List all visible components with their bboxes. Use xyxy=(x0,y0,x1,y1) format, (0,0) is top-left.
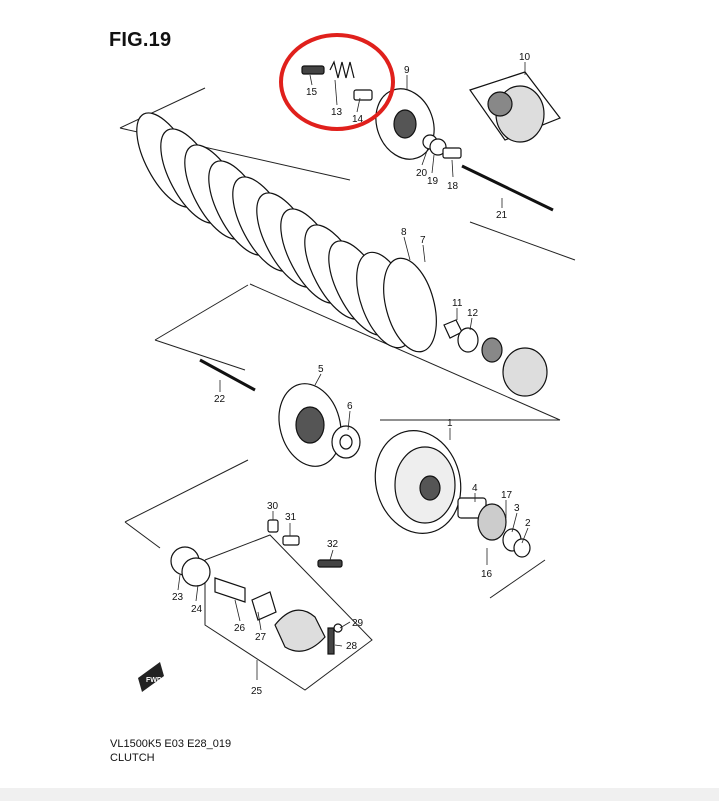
callout-labels: 1 2 3 4 5 6 7 8 9 10 11 12 13 14 15 16 1… xyxy=(172,52,531,697)
callout-13: 13 xyxy=(331,107,343,118)
callout-3: 3 xyxy=(514,503,520,514)
pin-14-shape xyxy=(353,89,373,101)
figure-title: FIG.19 xyxy=(109,29,172,51)
leader-lines xyxy=(177,62,529,680)
diagram-code: VL1500K5 E03 E28_019 xyxy=(110,738,232,750)
svg-text:FWD: FWD xyxy=(146,677,162,684)
callout-10: 10 xyxy=(519,52,531,63)
callout-24: 24 xyxy=(191,604,203,615)
release-frame xyxy=(204,534,373,691)
spring-13-shape xyxy=(329,60,355,79)
callout-8: 8 xyxy=(401,227,407,238)
callout-12: 12 xyxy=(467,308,479,319)
bottom-bar xyxy=(0,788,719,801)
mid-frame-top xyxy=(154,284,249,341)
callout-28: 28 xyxy=(346,641,358,652)
callout-4: 4 xyxy=(472,483,478,494)
callout-11: 11 xyxy=(452,298,463,309)
callout-27: 27 xyxy=(255,632,267,643)
pushrod-long xyxy=(461,164,554,212)
callout-5: 5 xyxy=(318,364,324,375)
callout-1: 1 xyxy=(447,418,453,429)
callout-25: 25 xyxy=(251,686,263,697)
clutch-housing xyxy=(374,430,462,534)
callout-9: 9 xyxy=(404,65,410,76)
spring-bolt-parts xyxy=(301,60,373,101)
lower-frame-left xyxy=(124,521,161,549)
callout-16: 16 xyxy=(481,569,493,580)
hub-nut-parts xyxy=(443,319,548,397)
callout-20: 20 xyxy=(416,168,428,179)
oil-pump-drive-parts xyxy=(457,497,531,558)
callout-7: 7 xyxy=(420,235,426,246)
forward-arrow-icon: FWD xyxy=(138,662,164,692)
callout-29: 29 xyxy=(352,618,364,629)
callout-22: 22 xyxy=(214,394,226,405)
callout-26: 26 xyxy=(234,623,246,634)
pressure-plate xyxy=(375,88,435,160)
upper-frame-right xyxy=(469,221,576,261)
callout-19: 19 xyxy=(427,176,439,187)
pushrod-short xyxy=(199,358,256,392)
group-frames xyxy=(119,87,576,691)
highlight-circle xyxy=(279,33,395,131)
callout-23: 23 xyxy=(172,592,184,603)
clutch-plate-stack xyxy=(136,112,437,353)
release-cylinder-parts xyxy=(170,519,343,655)
callout-31: 31 xyxy=(285,512,297,523)
lower-frame-top xyxy=(124,459,249,523)
upper-group-frame xyxy=(119,87,206,129)
section-title: CLUTCH xyxy=(110,752,155,764)
lower-frame-right xyxy=(489,559,546,599)
mid-frame-left xyxy=(154,339,246,371)
bearing-parts xyxy=(422,134,462,159)
callout-2: 2 xyxy=(525,518,531,529)
release-housing xyxy=(469,71,561,143)
upper-group-frame-bottom xyxy=(249,283,561,421)
callout-32: 32 xyxy=(327,539,339,550)
primary-gear xyxy=(278,383,361,467)
callout-18: 18 xyxy=(447,181,459,192)
callout-15: 15 xyxy=(306,87,318,98)
bolt-15-shape xyxy=(301,65,325,75)
callout-21: 21 xyxy=(496,210,508,221)
callout-14: 14 xyxy=(352,114,364,125)
callout-6: 6 xyxy=(347,401,353,412)
callout-30: 30 xyxy=(267,501,279,512)
callout-17: 17 xyxy=(501,490,513,501)
